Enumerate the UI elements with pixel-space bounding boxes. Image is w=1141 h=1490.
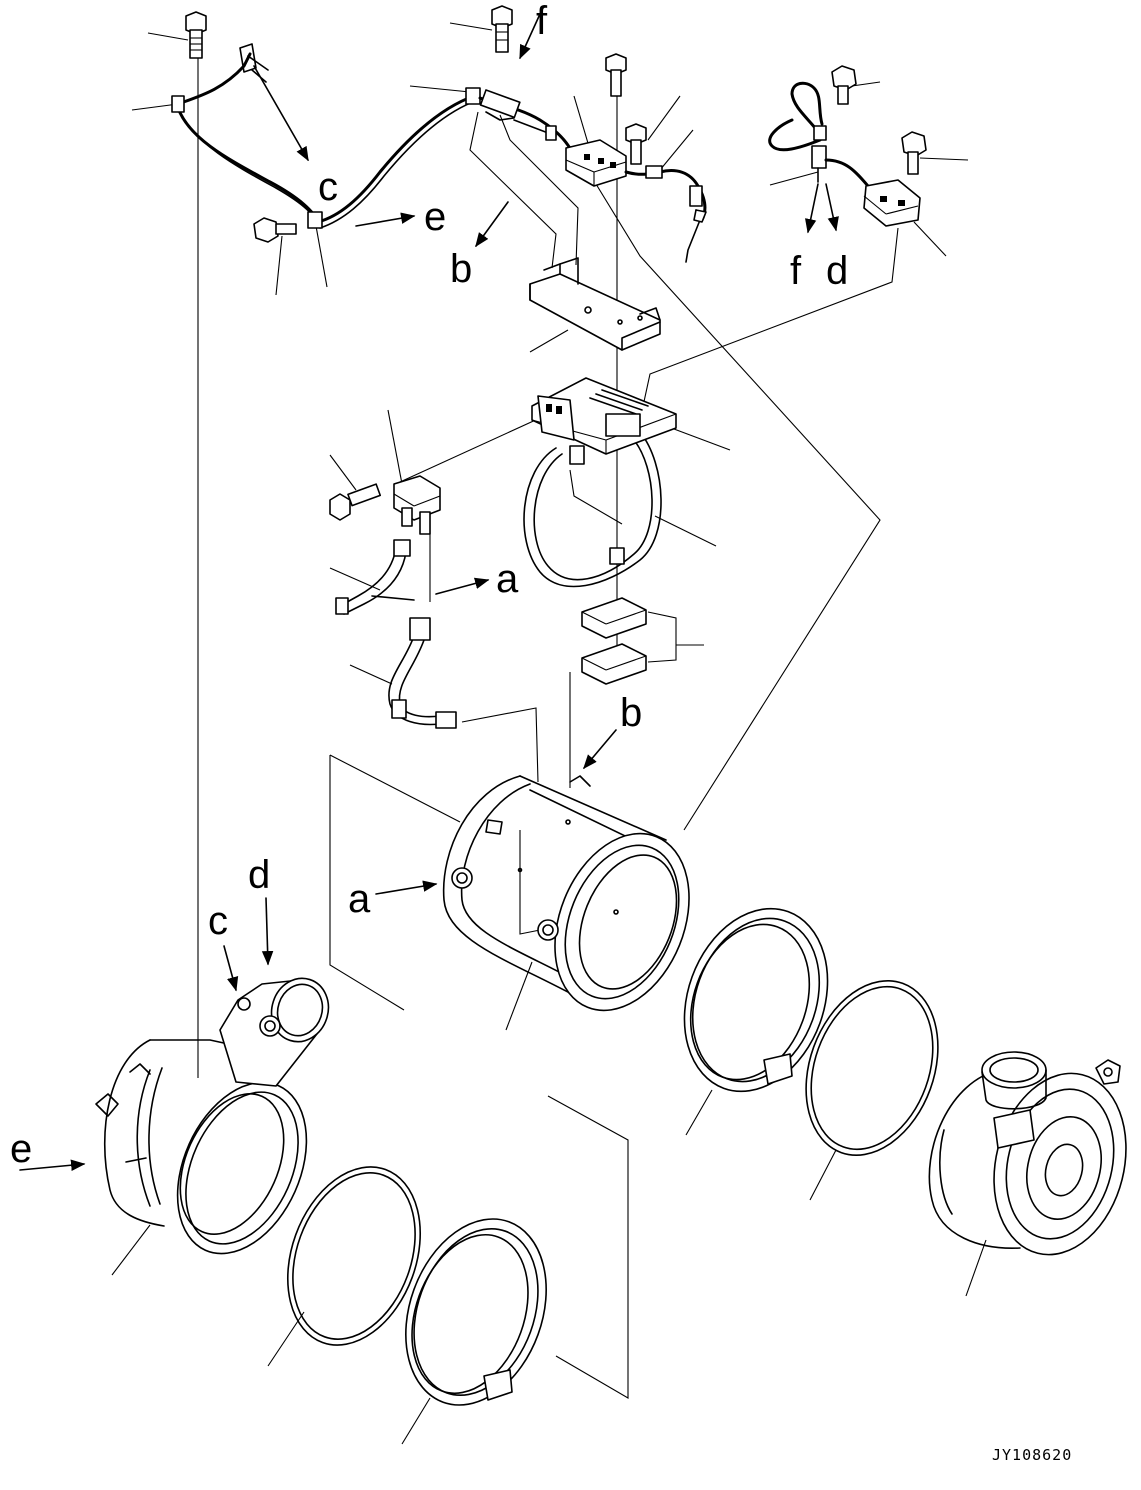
hose-upper [335, 539, 415, 615]
sensor-mount-band [523, 377, 677, 588]
sensor-right [768, 81, 921, 227]
callout-e-top: e [424, 195, 446, 239]
bolt-icon [625, 123, 647, 165]
callout-a-body: a [348, 877, 371, 921]
callout-c-top: c [318, 165, 338, 209]
insulating-pads [581, 597, 677, 685]
bolt-icon [605, 53, 627, 97]
bolt-icon [491, 5, 513, 53]
bracket-plate [529, 257, 661, 351]
bolt-icon [831, 65, 857, 105]
clamp-band-right [683, 907, 829, 1093]
assembly-lines [197, 58, 899, 1399]
drawing-code: JY108620 [992, 1446, 1072, 1464]
clamp-band-left [405, 1218, 547, 1406]
arrow-icon [19, 13, 839, 1171]
callout-b-body: b [620, 691, 642, 735]
callout-c-outlet: c [208, 899, 228, 943]
inlet-pipe [928, 1051, 1127, 1256]
callout-f-top: f [536, 0, 548, 43]
pressure-sensor [393, 475, 441, 535]
callout-b-top: b [450, 247, 472, 291]
bolt-icon [329, 483, 382, 521]
outlet-pipe [95, 977, 330, 1255]
hose-lower [388, 617, 457, 729]
bolt-icon [185, 11, 207, 59]
callout-a-pipe: a [496, 557, 519, 601]
callout-d-top: d [826, 249, 848, 293]
bolt-icon [253, 217, 297, 243]
leader-lines [111, 22, 987, 1445]
callout-labels: a a b b c c d d e e f f [10, 0, 848, 1171]
gasket-ring-right [805, 980, 939, 1156]
callout-e-outlet: e [10, 1127, 32, 1171]
filter-body [442, 775, 690, 1012]
callout-f-right: f [790, 249, 802, 293]
harness-center [478, 89, 707, 263]
callout-d-outlet: d [248, 853, 270, 897]
harness-left [171, 43, 481, 229]
bolt-icon [901, 131, 927, 175]
gasket-ring-left [286, 1166, 422, 1346]
